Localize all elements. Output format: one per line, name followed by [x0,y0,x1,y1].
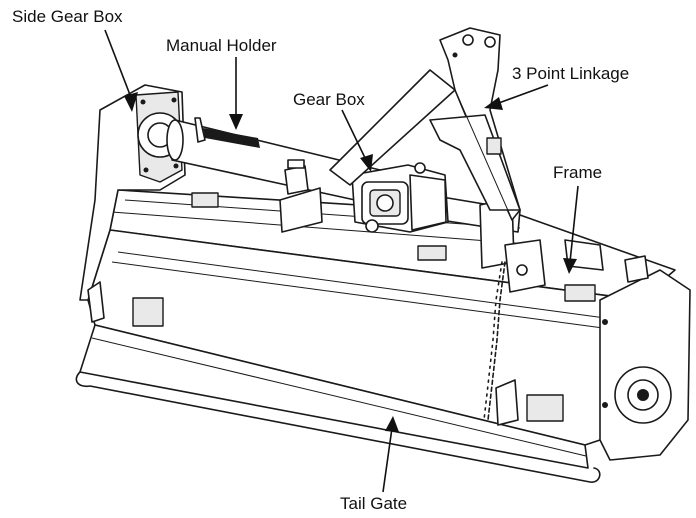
arrow-manual-holder [229,114,243,130]
label-manual-holder: Manual Holder [166,36,277,55]
arrow-side-gear-box [124,92,138,112]
leader-side-gear-box [104,29,133,101]
label-gear-box: Gear Box [293,90,365,109]
leader-frame [569,185,579,263]
arrow-gear-box [360,154,373,172]
arrow-tail-gate [385,416,399,432]
leader-gear-box [341,109,367,161]
callout-labels: Side Gear Box Manual Holder Gear Box 3 P… [12,7,629,513]
arrow-three-point-linkage [484,97,503,110]
leader-tail-gate [382,427,393,493]
label-frame: Frame [553,163,602,182]
label-side-gear-box: Side Gear Box [12,7,123,26]
tail-gate [75,324,601,483]
leader-lines [104,29,579,493]
label-tail-gate: Tail Gate [340,494,407,513]
manual-holder [194,117,260,148]
chain [483,261,519,426]
leader-three-point-linkage [495,84,549,105]
center-gear-box [279,162,515,269]
label-three-point-linkage: 3 Point Linkage [512,64,629,83]
three-point-linkage [329,27,546,293]
right-end-plate [564,239,691,461]
arrow-frame [563,258,577,274]
safety-decals [132,192,596,422]
